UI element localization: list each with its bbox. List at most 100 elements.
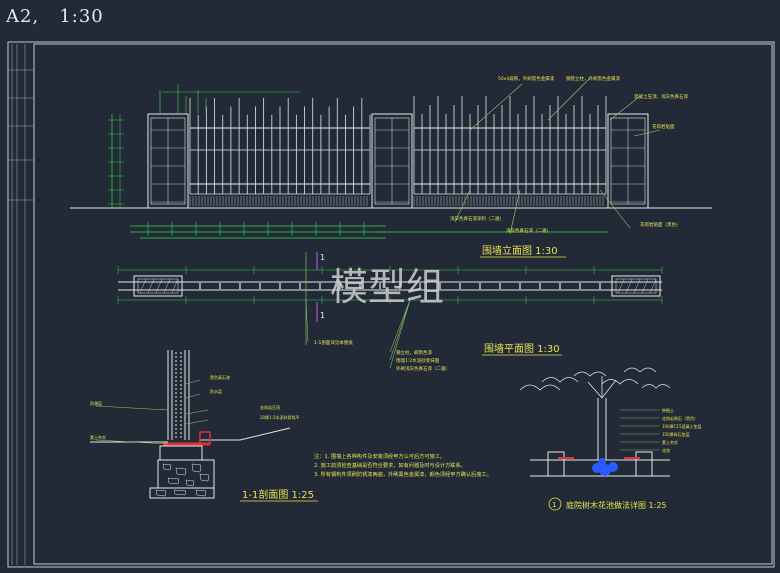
plan-pillar (611, 275, 661, 297)
general-notes: 注：1. 围墙上各种构件及安装须经甲方认可后方可施工。 2. 施工前须检查基础是… (314, 452, 492, 478)
plan-leaders: 1-1剖面详见本图纸钢立柱，刷黑色漆围墙1:2水泥砂浆抹面外刷浅灰色真石漆（二遍… (305, 299, 450, 372)
callout-leader (547, 77, 591, 121)
plan-pillar (133, 275, 183, 297)
watermark: 模型组 (330, 265, 444, 309)
section-cut-mark: 1 1 (305, 252, 325, 345)
plan-dimensions (117, 266, 663, 304)
section-leader (185, 379, 201, 385)
detail-number: 1 (552, 501, 556, 509)
title-block-strip (8, 44, 34, 565)
rubble-stone (199, 473, 210, 482)
elevation-leaders: 50x4扁铁，外刷黑色金属漆 钢管立柱，外刷黑色金属漆混凝土压顶，浅灰色真石漆花岗… (450, 75, 688, 235)
elevation-pillar (371, 113, 413, 209)
wall-plan[interactable] (117, 266, 663, 304)
section-callout-text: 防水层 (210, 388, 222, 394)
branch (587, 381, 603, 399)
plan-leader (389, 299, 411, 361)
callout-leader (469, 83, 523, 131)
note-line: 2. 施工前须检查基础是否符合要求，如有问题及时与设计方联系。 (314, 461, 466, 469)
rubble-stone (185, 479, 195, 487)
elevation-pillars (147, 113, 649, 209)
elevation-callout-text: 钢管立柱，外刷黑色金属漆 (566, 75, 620, 82)
rubble-stone (195, 489, 207, 497)
plan-pillar-hatch (155, 278, 163, 294)
plan-leader (389, 299, 411, 369)
tree-callout-text: 100厚C15混凝土垫层 (662, 423, 702, 429)
inner-frame (33, 43, 773, 565)
plan-callout-text: 1-1剖面详见本图纸 (314, 339, 353, 346)
tree-callout-text: 花岗岩侧石（黑色） (662, 415, 698, 421)
wall-elevation[interactable]: 50x4扁铁，外刷黑色金属漆 钢管立柱，外刷黑色金属漆混凝土压顶，浅灰色真石漆花岗… (70, 75, 712, 239)
canopy-cloud (641, 384, 671, 389)
note-line: 注：1. 围墙上各种构件及安装须经甲方认可后方可施工。 (314, 452, 445, 460)
plan-pillar-inner (137, 278, 179, 294)
elevation-callout-text: 混凝土压顶，浅灰色真石漆 (634, 93, 688, 100)
callout-leader (633, 129, 661, 137)
elevation-title: 围墙立面图 1:30 (482, 244, 558, 257)
callout-leader (599, 189, 631, 229)
elevation-callout-text: 50x4扁铁，外刷黑色金属漆 (498, 75, 555, 82)
detail-number-circle (548, 497, 562, 511)
rubble-stone (167, 477, 180, 485)
plan-pillar-hatch (147, 278, 155, 294)
section-callout-text: 20厚1:2水泥砂浆找平 (260, 414, 300, 420)
sheet-scale-label: A2, 1:30 (6, 6, 104, 27)
plan-callout-text: 围墙1:2水泥砂浆抹面 (396, 357, 440, 364)
plan-leader (389, 299, 411, 353)
plan-pillar-hatch (641, 278, 649, 294)
tree-callout-text: 素土夯实 (662, 439, 678, 445)
elevation-dimensions (108, 84, 608, 239)
header-bar: A2, 1:30 (0, 0, 780, 36)
elevation-pillar (147, 113, 189, 209)
section-callout-text: 黑色真石漆 (210, 374, 230, 380)
plan-title: 围墙平面图 1:30 (484, 342, 560, 355)
elevation-callout-text: 浅灰色真石漆涂料（二遍） (450, 215, 504, 222)
section-rubble-fill (155, 463, 210, 497)
callout-leader (454, 189, 471, 223)
branch (601, 379, 617, 399)
plan-pillar-hatch (649, 278, 657, 294)
outer-frame (7, 41, 775, 568)
rubble-stone (155, 489, 167, 497)
elevation-callout-text: 花岗岩贴面（黑色） (640, 221, 681, 228)
plan-callout-text: 钢立柱，刷黑色漆 (396, 349, 432, 356)
tree-callout-text: 花池 (662, 447, 670, 453)
rubble-stone (191, 463, 202, 473)
section-leader (185, 419, 209, 425)
tree-callout-text: 150厚碎石垫层 (662, 431, 690, 437)
plan-pillar-hatch (171, 278, 179, 294)
plan-pillar-hatch (633, 278, 641, 294)
elevation-fence-panels (189, 96, 607, 206)
section-title: 1-1剖面图 1:25 (242, 488, 314, 501)
section-leader (95, 439, 169, 445)
plan-leader (305, 299, 309, 343)
section-mark-label-top: 1 (320, 253, 325, 262)
plan-pillar-hatch (163, 278, 171, 294)
elevation-pillar (607, 113, 649, 209)
plan-pillar-hatch (617, 278, 625, 294)
plan-pillar-hatch (139, 278, 147, 294)
canopy-cloud (623, 367, 657, 373)
section-leader (185, 393, 201, 399)
callout-leader (609, 95, 641, 121)
section-leader (95, 405, 169, 411)
canopy-cloud (519, 384, 561, 391)
canopy-cloud (541, 377, 579, 383)
tree-detail-title: 庭院树木花池做法详图 1:25 (566, 500, 667, 510)
note-line: 3. 所有钢构件须刷防锈漆两遍，外刷黑色金属漆，颜色须经甲方确认后施工。 (314, 470, 492, 478)
section-callout-text: 素土夯实 (90, 434, 106, 440)
section-callout-text: 防潮层 (90, 400, 102, 406)
rubble-stone (162, 463, 172, 471)
plan-callout-text: 外刷浅灰色真石漆（二遍） (396, 365, 450, 372)
canopy-cloud (573, 371, 607, 377)
tree-callout-text: 种植土 (662, 407, 674, 413)
canopy-cloud (601, 379, 639, 385)
elevation-callout-text: 浅灰色真石漆（二遍） (506, 227, 551, 234)
tree-canopy (519, 367, 671, 399)
rubble-stone (173, 489, 187, 496)
elevation-callout-text: 花岗岩贴面 (652, 123, 675, 130)
